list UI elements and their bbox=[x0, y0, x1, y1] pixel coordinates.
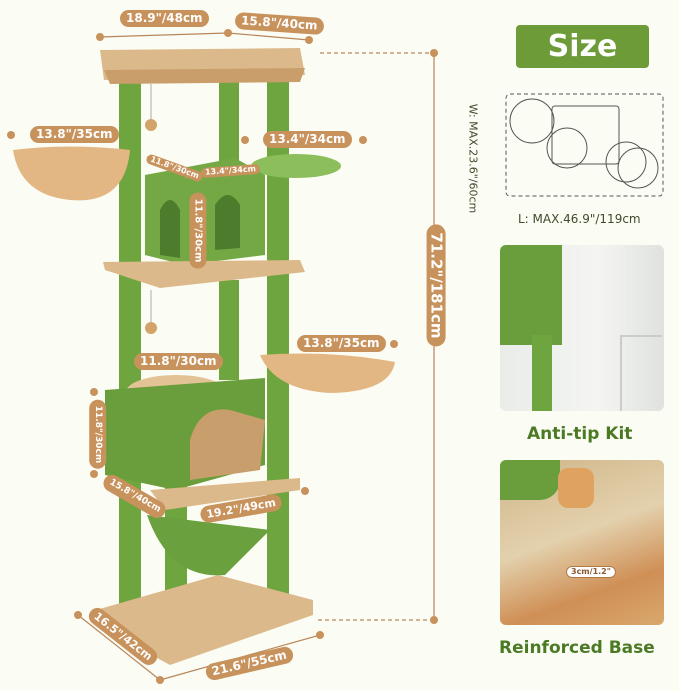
right-basket-label: 13.8"/35cm bbox=[297, 335, 386, 352]
total-height-label: 71.2"/181cm bbox=[426, 224, 446, 347]
anti-tip-kit-photo bbox=[500, 245, 664, 411]
size-title-badge: Size bbox=[516, 25, 649, 68]
base-thickness-callout: 3cm/1.2" bbox=[566, 566, 616, 578]
round-platform-label: 11.8"/30cm bbox=[134, 353, 223, 370]
top-perch-length-label: 18.9"/48cm bbox=[120, 10, 209, 27]
left-basket-label: 13.8"/35cm bbox=[30, 126, 119, 143]
right-platform-label: 13.4"/34cm bbox=[263, 131, 352, 148]
condo-height-label: 11.8"/30cm bbox=[189, 192, 207, 269]
max-width-label: W: MAX.23.6"/60cm bbox=[466, 103, 480, 214]
anti-tip-kit-caption: Anti-tip Kit bbox=[527, 424, 633, 444]
reinforced-base-photo: 3cm/1.2" bbox=[500, 460, 664, 625]
lower-condo-height-label: 11.8"/30cm bbox=[89, 399, 107, 470]
reinforced-base-caption: Reinforced Base bbox=[499, 638, 655, 658]
max-length-label: L: MAX.46.9"/119cm bbox=[518, 212, 641, 226]
